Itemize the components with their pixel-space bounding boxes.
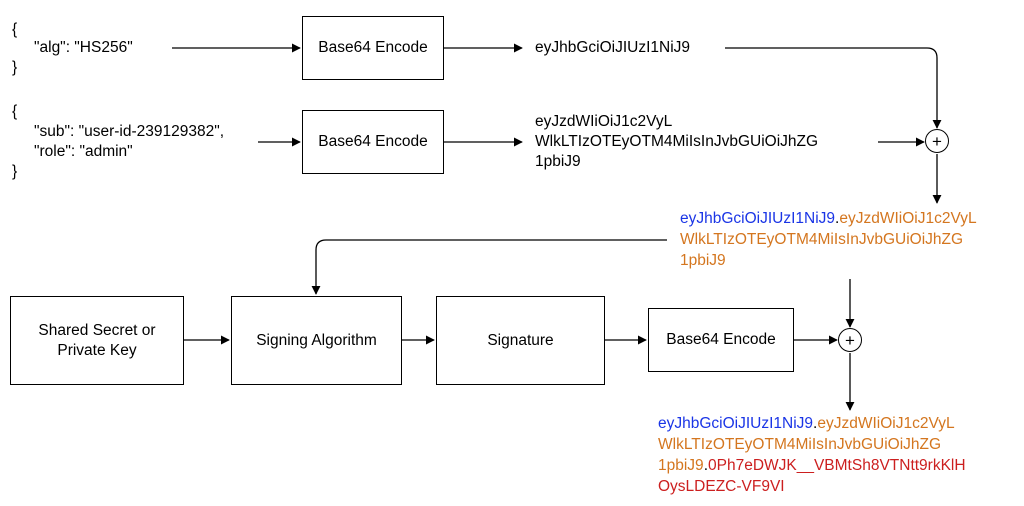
signing-algorithm-box: Signing Algorithm [231,296,402,385]
signature-box: Signature [436,296,605,385]
token-line-4: OysLDEZC-VF9VI [658,476,785,497]
signing-input-payload-2: WlkLTIzOTEyOTM4MiIsInJvbGUiOiJhZG [680,231,964,248]
concat-operator-2: + [838,328,862,352]
signing-input-payload-3: 1pbiJ9 [680,252,726,269]
encoded-payload-line-1: eyJzdWIiOiJ1c2VyL [535,113,673,130]
token-line-3: 1pbiJ9.0Ph7eDWJK__VBMtSh8VTNtt9rkKlH [658,455,966,476]
signing-input-line-2: WlkLTIzOTEyOTM4MiIsInJvbGUiOiJhZG [680,229,963,250]
token-payload-2: WlkLTIzOTEyOTM4MiIsInJvbGUiOiJhZG [658,436,942,453]
token-line-1: eyJhbGciOiJIUzI1NiJ9.eyJzdWIiOiJ1c2VyL [658,413,955,434]
token-signature-2: OysLDEZC-VF9VI [658,478,785,495]
token-line-2: WlkLTIzOTEyOTM4MiIsInJvbGUiOiJhZG [658,434,941,455]
signing-input-line-1: eyJhbGciOiJIUzI1NiJ9.eyJzdWIiOiJ1c2VyL [680,208,977,229]
encode-payload-box: Base64 Encode [302,110,444,174]
payload-json-close-brace: } [12,163,18,180]
header-json-close-brace: } [12,59,18,76]
token-dot-2: . [703,457,708,474]
payload-json-open-brace: { [12,103,18,120]
payload-json-role: "role": "admin" [34,143,133,160]
secret-key-box: Shared Secret or Private Key [10,296,184,385]
encode-signature-box: Base64 Encode [648,308,794,372]
arrow-signing-input-to-signing [311,239,667,295]
header-json-alg: "alg": "HS256" [34,39,133,56]
payload-json-sub: "sub": "user-id-239129382", [34,123,225,140]
concat-operator-1: + [925,129,949,153]
encoded-payload-line-2: WlkLTIzOTEyOTM4MiIsInJvbGUiOiJhZG [535,133,819,150]
token-payload-3: 1pbiJ9 [658,457,704,474]
signing-input-line-3: 1pbiJ9 [680,250,726,271]
arrow-header-b64-to-concat [725,47,942,129]
signing-input-payload-1: eyJzdWIiOiJ1c2VyL [839,210,977,227]
signing-input-header: eyJhbGciOiJIUzI1NiJ9 [680,210,836,227]
encode-header-box: Base64 Encode [302,16,444,80]
token-signature-1: 0Ph7eDWJK__VBMtSh8VTNtt9rkKlH [708,457,966,474]
encoded-payload-line-3: 1pbiJ9 [535,153,581,170]
token-dot-1: . [813,415,818,432]
encoded-header-text: eyJhbGciOiJIUzI1NiJ9 [535,39,691,56]
token-payload-1: eyJzdWIiOiJ1c2VyL [817,415,955,432]
signing-input-dot: . [835,210,840,227]
header-json-open-brace: { [12,21,18,38]
token-header: eyJhbGciOiJIUzI1NiJ9 [658,415,814,432]
